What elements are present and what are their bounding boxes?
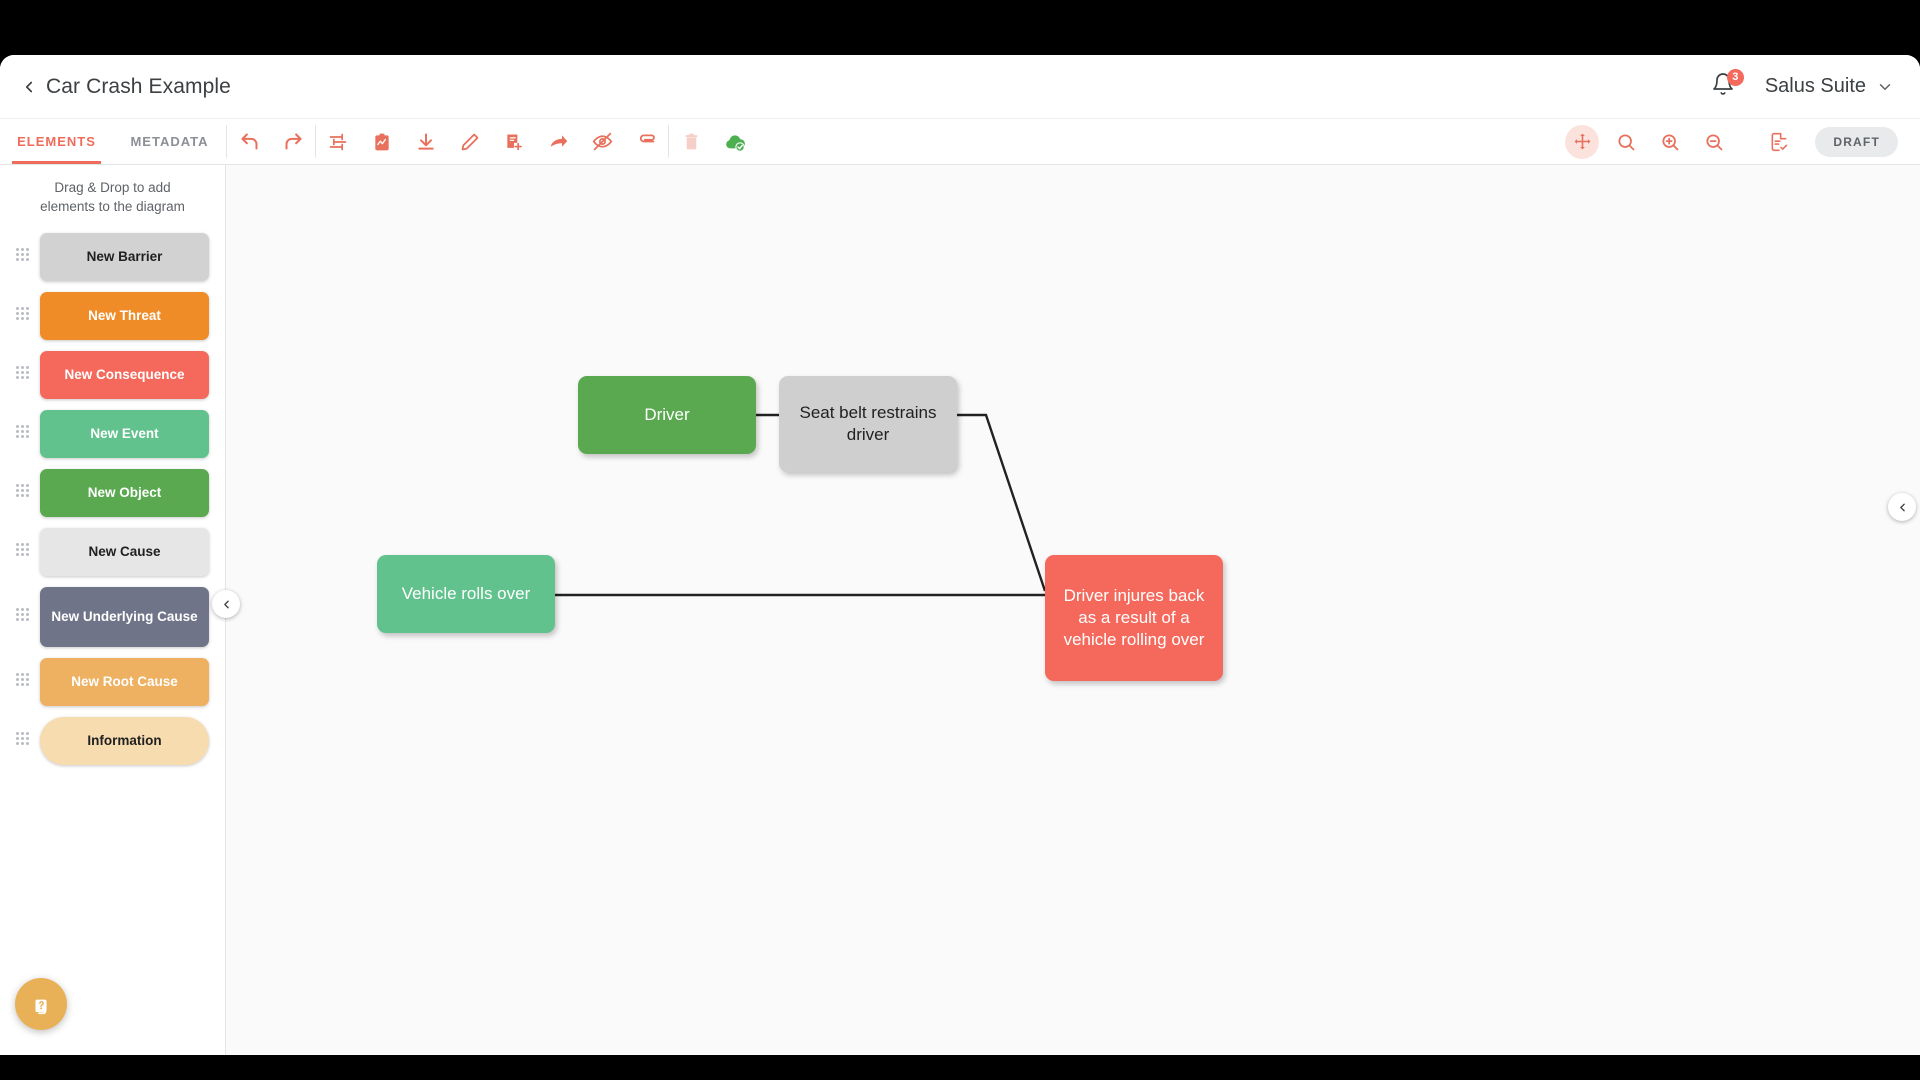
drag-handle-icon[interactable] xyxy=(16,732,30,750)
diagram-node-vehicle-rolls-over[interactable]: Vehicle rolls over xyxy=(377,555,555,633)
share-arrow-icon[interactable] xyxy=(536,120,580,164)
palette-item-new-threat[interactable]: New Threat xyxy=(0,292,225,341)
search-icon[interactable] xyxy=(1604,120,1648,164)
palette-item-new-object[interactable]: New Object xyxy=(0,469,225,518)
tab-metadata-label: METADATA xyxy=(130,134,209,149)
drag-handle-icon[interactable] xyxy=(16,307,30,325)
palette-hint: Drag & Drop to add elements to the diagr… xyxy=(40,180,185,214)
diagram-edges xyxy=(555,413,1047,597)
palette-item-new-event[interactable]: New Event xyxy=(0,410,225,459)
zoom-out-icon[interactable] xyxy=(1692,120,1736,164)
diagram-canvas[interactable]: Driver Seat belt restrains driver Vehicl… xyxy=(226,165,1920,1055)
right-panel-collapse-button[interactable] xyxy=(1888,493,1916,521)
app-window: Car Crash Example 3 Salus Suite ELEMENTS… xyxy=(0,55,1920,1055)
panel-tabs: ELEMENTS METADATA xyxy=(0,119,226,164)
palette-chip-new-event[interactable]: New Event xyxy=(40,410,209,459)
toolbar-status-group xyxy=(669,119,757,164)
eye-off-icon[interactable] xyxy=(580,120,624,164)
trash-icon[interactable] xyxy=(669,120,713,164)
palette-chip-new-threat[interactable]: New Threat xyxy=(40,292,209,341)
app-header: Car Crash Example 3 Salus Suite xyxy=(0,55,1920,119)
toolbar-divider-3 xyxy=(668,125,669,158)
notification-badge: 3 xyxy=(1726,68,1744,86)
palette-item-new-root-cause[interactable]: New Root Cause xyxy=(0,658,225,707)
toolbar-divider-2 xyxy=(315,125,316,158)
diagram-node-driver[interactable]: Driver xyxy=(578,376,756,454)
redo-icon[interactable] xyxy=(271,120,315,164)
palette-chip-new-root-cause[interactable]: New Root Cause xyxy=(40,658,209,707)
drag-handle-icon[interactable] xyxy=(16,425,30,443)
toolbar-view-group: DRAFT xyxy=(1560,119,1920,164)
attachment-icon[interactable] xyxy=(624,120,668,164)
edge-seatbelt-to-consequence xyxy=(957,413,1047,592)
toolbar-divider xyxy=(226,125,227,158)
palette-chip-new-underlying-cause[interactable]: New Underlying Cause xyxy=(40,587,209,648)
toolbar-row: ELEMENTS METADATA xyxy=(0,119,1920,165)
bell-icon xyxy=(1712,72,1733,95)
pan-move-icon[interactable] xyxy=(1565,124,1600,159)
toolbar-history-group xyxy=(227,119,315,164)
tab-elements[interactable]: ELEMENTS xyxy=(0,119,113,164)
elements-sidebar: Drag & Drop to add elements to the diagr… xyxy=(0,165,240,1055)
palette-chip-information[interactable]: Information xyxy=(40,717,209,766)
drag-handle-icon[interactable] xyxy=(16,608,30,626)
sidebar-collapse-button[interactable] xyxy=(212,590,240,618)
help-button[interactable] xyxy=(15,978,67,1030)
palette-item-new-cause[interactable]: New Cause xyxy=(0,528,225,577)
drag-handle-icon[interactable] xyxy=(16,484,30,502)
undo-icon[interactable] xyxy=(227,120,271,164)
report-chart-icon[interactable] xyxy=(360,120,404,164)
settings-sliders-icon[interactable] xyxy=(316,120,360,164)
diagram-node-driver-injures-back[interactable]: Driver injures back as a result of a veh… xyxy=(1045,555,1223,681)
notifications-button[interactable]: 3 xyxy=(1711,68,1744,102)
palette-chip-new-cause[interactable]: New Cause xyxy=(40,528,209,577)
tab-elements-label: ELEMENTS xyxy=(17,134,96,149)
zoom-in-icon[interactable] xyxy=(1648,120,1692,164)
palette-chip-new-consequence[interactable]: New Consequence xyxy=(40,351,209,400)
suite-name: Salus Suite xyxy=(1764,75,1866,97)
draft-status-badge[interactable]: DRAFT xyxy=(1815,126,1898,157)
diagram-node-seat-belt-barrier[interactable]: Seat belt restrains driver xyxy=(779,376,957,472)
toolbar-actions-group xyxy=(316,119,668,164)
palette-item-information[interactable]: Information xyxy=(0,717,225,766)
drag-handle-icon[interactable] xyxy=(16,248,30,266)
add-document-icon[interactable] xyxy=(492,120,536,164)
drag-handle-icon[interactable] xyxy=(16,543,30,561)
edit-pencil-icon[interactable] xyxy=(448,120,492,164)
download-icon[interactable] xyxy=(404,120,448,164)
drag-handle-icon[interactable] xyxy=(16,673,30,691)
tab-metadata[interactable]: METADATA xyxy=(113,119,226,164)
back-chevron-icon[interactable] xyxy=(16,74,42,100)
page-title: Car Crash Example xyxy=(46,74,231,98)
help-question-card-icon xyxy=(35,999,47,1015)
palette-chip-new-object[interactable]: New Object xyxy=(40,469,209,518)
palette-item-new-consequence[interactable]: New Consequence xyxy=(0,351,225,400)
palette-item-new-underlying-cause[interactable]: New Underlying Cause xyxy=(0,587,225,648)
document-check-icon[interactable] xyxy=(1757,120,1801,164)
suite-chevron-down-icon[interactable] xyxy=(1876,78,1894,96)
palette-item-new-barrier[interactable]: New Barrier xyxy=(0,233,225,282)
header-right-group: 3 Salus Suite xyxy=(1711,68,1894,102)
cloud-check-icon xyxy=(713,120,757,164)
palette-chip-new-barrier[interactable]: New Barrier xyxy=(40,233,209,282)
drag-handle-icon[interactable] xyxy=(16,366,30,384)
